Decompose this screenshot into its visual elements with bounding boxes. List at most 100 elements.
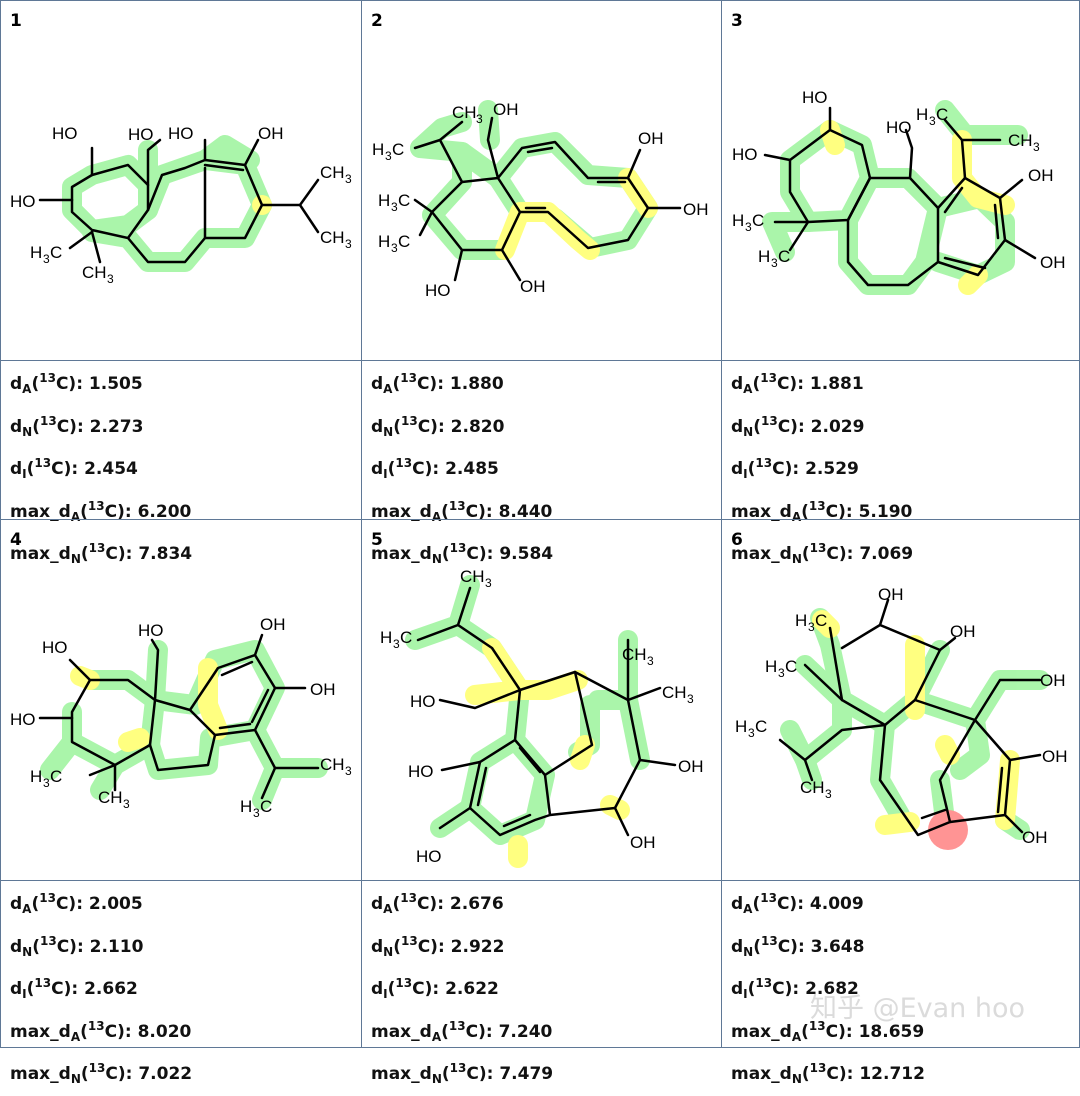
svg-text:H: H xyxy=(765,657,777,676)
svg-text:CH: CH xyxy=(320,755,345,774)
svg-text:3: 3 xyxy=(43,776,50,790)
stats-cell-2: dA(13C): 1.880 dN(13C): 2.820 dI(13C): 2… xyxy=(361,360,722,566)
svg-text:3: 3 xyxy=(345,237,352,251)
svg-text:OH: OH xyxy=(1040,671,1066,690)
svg-text:OH: OH xyxy=(630,833,656,852)
svg-text:C: C xyxy=(752,211,764,230)
svg-text:OH: OH xyxy=(638,129,664,148)
stat-dN: dN(13C): 3.648 xyxy=(731,933,865,959)
svg-text:3: 3 xyxy=(1033,140,1040,154)
svg-text:OH: OH xyxy=(520,277,546,296)
molecule-5-bonds xyxy=(416,586,677,837)
svg-text:C: C xyxy=(778,247,790,266)
svg-text:3: 3 xyxy=(43,252,50,266)
stats-block: dA(13C): 1.880 dN(13C): 2.820 dI(13C): 2… xyxy=(371,363,553,576)
svg-text:OH: OH xyxy=(1042,747,1068,766)
svg-text:CH: CH xyxy=(1008,131,1033,150)
svg-text:OH: OH xyxy=(258,124,284,143)
svg-text:H: H xyxy=(240,797,252,816)
svg-text:3: 3 xyxy=(748,726,755,740)
svg-text:C: C xyxy=(50,767,62,786)
molecule-number: 5 xyxy=(371,530,383,550)
svg-text:3: 3 xyxy=(476,112,483,126)
svg-text:H: H xyxy=(758,247,770,266)
svg-text:3: 3 xyxy=(385,149,392,163)
svg-text:3: 3 xyxy=(393,637,400,651)
stat-dI: dI(13C): 2.662 xyxy=(10,976,138,1001)
svg-text:OH: OH xyxy=(1028,166,1054,185)
svg-text:C: C xyxy=(392,140,404,159)
stat-dA: dA(13C): 2.676 xyxy=(371,891,504,916)
molecule-number: 4 xyxy=(10,530,22,550)
svg-text:3: 3 xyxy=(485,576,492,590)
svg-text:HO: HO xyxy=(802,88,828,107)
svg-text:C: C xyxy=(936,105,948,124)
svg-text:HO: HO xyxy=(416,847,442,866)
svg-text:H: H xyxy=(378,232,390,251)
stat-max-dA: max_dA(13C): 5.190 xyxy=(731,498,913,524)
svg-text:C: C xyxy=(398,191,410,210)
stat-max-dN: max_dN(13C): 7.069 xyxy=(731,541,914,566)
svg-text:CH: CH xyxy=(320,163,345,182)
stat-dA: dA(13C): 1.881 xyxy=(731,371,864,396)
svg-text:H: H xyxy=(380,628,392,647)
svg-text:CH: CH xyxy=(452,103,477,122)
svg-text:3: 3 xyxy=(771,256,778,270)
molecule-6-bonds xyxy=(778,598,1042,837)
stat-dA: dA(13C): 2.005 xyxy=(10,891,143,916)
stat-dN: dN(13C): 2.820 xyxy=(371,413,505,439)
svg-text:HO: HO xyxy=(732,145,758,164)
stat-max-dA: max_dA(13C): 8.020 xyxy=(10,1018,192,1044)
svg-text:C: C xyxy=(400,628,412,647)
svg-text:H: H xyxy=(378,191,390,210)
svg-text:CH: CH xyxy=(460,567,485,586)
svg-text:OH: OH xyxy=(878,585,904,604)
molecule-number: 2 xyxy=(371,11,383,31)
svg-text:OH: OH xyxy=(493,100,519,119)
svg-text:3: 3 xyxy=(391,200,398,214)
svg-text:H: H xyxy=(916,105,928,124)
svg-text:3: 3 xyxy=(345,172,352,186)
molecule-number: 1 xyxy=(10,11,22,31)
stat-dA: dA(13C): 4.009 xyxy=(731,891,864,916)
svg-text:OH: OH xyxy=(1022,828,1048,847)
stat-dI: dI(13C): 2.622 xyxy=(371,976,499,1001)
svg-text:HO: HO xyxy=(886,118,912,137)
stat-dA: dA(13C): 1.880 xyxy=(371,371,504,396)
svg-text:HO: HO xyxy=(425,281,451,300)
svg-text:3: 3 xyxy=(647,654,654,668)
stat-max-dN: max_dN(13C): 12.712 xyxy=(731,1061,925,1086)
svg-text:3: 3 xyxy=(929,114,936,128)
svg-text:HO: HO xyxy=(168,124,194,143)
svg-text:C: C xyxy=(398,232,410,251)
svg-text:CH: CH xyxy=(800,778,825,797)
molecule-4-bonds xyxy=(38,633,320,800)
stat-dN: dN(13C): 2.110 xyxy=(10,933,144,959)
svg-text:C: C xyxy=(755,717,767,736)
stat-max-dN: max_dN(13C): 7.479 xyxy=(371,1061,554,1086)
svg-text:HO: HO xyxy=(128,125,154,144)
svg-text:CH: CH xyxy=(320,228,345,247)
svg-text:C: C xyxy=(260,797,272,816)
svg-text:OH: OH xyxy=(310,680,336,699)
svg-text:3: 3 xyxy=(687,692,694,706)
svg-text:3: 3 xyxy=(825,787,832,801)
svg-text:C: C xyxy=(815,611,827,630)
stat-max-dA: max_dA(13C): 18.659 xyxy=(731,1018,925,1044)
svg-text:HO: HO xyxy=(42,638,68,657)
svg-text:3: 3 xyxy=(107,272,114,286)
svg-text:3: 3 xyxy=(391,241,398,255)
stat-max-dN: max_dN(13C): 7.834 xyxy=(10,541,193,566)
svg-text:H: H xyxy=(732,211,744,230)
svg-text:HO: HO xyxy=(10,192,36,211)
svg-text:C: C xyxy=(785,657,797,676)
svg-text:HO: HO xyxy=(52,124,78,143)
svg-text:HO: HO xyxy=(138,621,164,640)
svg-text:HO: HO xyxy=(10,710,36,729)
stat-dN: dN(13C): 2.922 xyxy=(371,933,505,959)
